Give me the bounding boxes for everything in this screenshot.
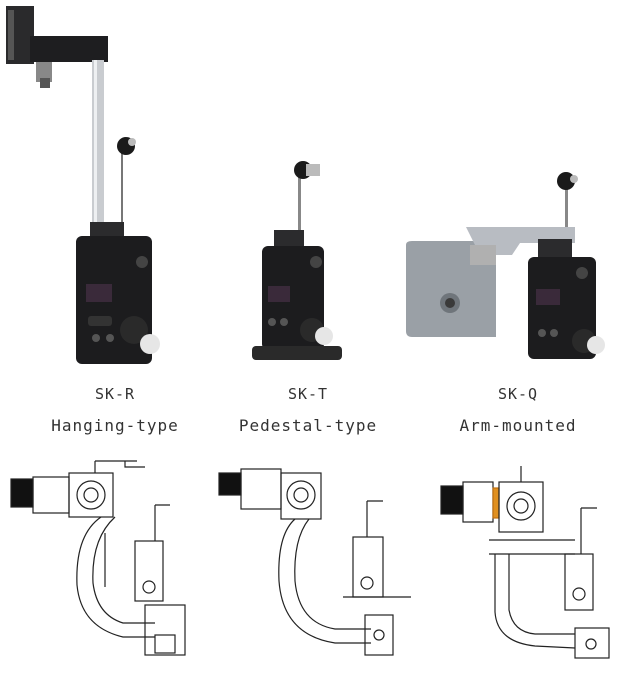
sk-q-product-photo (406, 172, 605, 359)
sk-q-line-drawing (440, 466, 610, 659)
sk-r-line-drawing (10, 460, 186, 656)
product-type-label-sk-t: Pedestal-type (238, 416, 378, 435)
sk-t-product-photo (252, 161, 342, 360)
sk-t-line-drawing (218, 468, 411, 656)
sk-r-product-photo (6, 6, 160, 364)
product-type-label-sk-q: Arm-mounted (459, 416, 577, 435)
product-model-label-sk-t: SK-T (287, 385, 329, 403)
product-model-label-sk-q: SK-Q (497, 385, 539, 403)
product-model-label-sk-r: SK-R (94, 385, 136, 403)
product-type-label-sk-r: Hanging-type (51, 416, 179, 435)
